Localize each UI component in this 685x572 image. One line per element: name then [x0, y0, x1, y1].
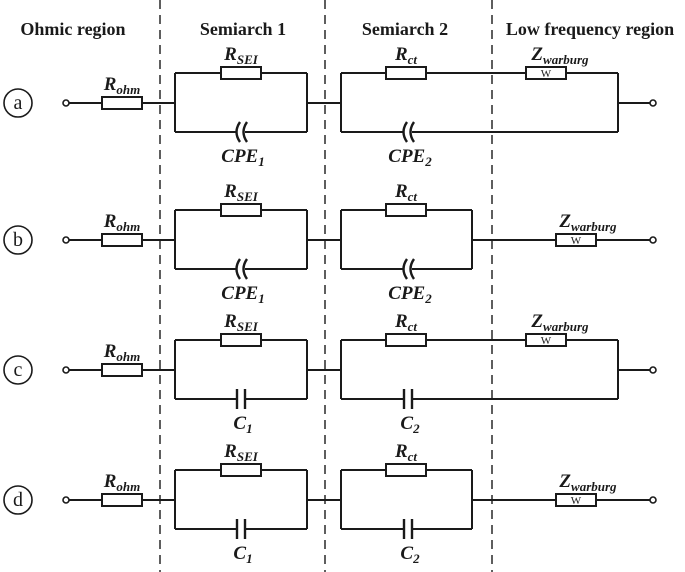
label-z-warburg: Zwarburg [558, 471, 617, 494]
terminal-node [62, 366, 70, 374]
header-ohmic-region: Ohmic region [20, 19, 125, 39]
resistor-r-ohm [101, 233, 143, 247]
label-z-warburg: Zwarburg [530, 44, 589, 67]
cpe-plate [242, 258, 249, 280]
terminal-node [649, 496, 657, 504]
warburg-symbol: W [541, 68, 552, 80]
label-cpe1: CPE1 [221, 146, 264, 169]
label-z-warburg: Zwarburg [530, 311, 589, 334]
label-cpe2: CPE2 [388, 283, 432, 306]
warburg-element: W [555, 233, 597, 247]
warburg-symbol: W [571, 235, 582, 247]
label-c1: C1 [233, 413, 252, 436]
header-low-frequency-region: Low frequency region [506, 19, 674, 39]
row-label-circle [3, 225, 33, 255]
label-r-ohm: Rohm [103, 471, 141, 494]
resistor-r-sei [220, 66, 262, 80]
warburg-symbol: W [571, 495, 582, 507]
label-r-sei: RSEI [223, 181, 259, 204]
header-semiarch-1: Semiarch 1 [200, 19, 286, 39]
resistor-r-sei [220, 203, 262, 217]
cpe-plate [242, 121, 249, 143]
label-r-ct: Rct [394, 311, 417, 334]
row-label-circle [3, 88, 33, 118]
resistor-r-ct [385, 463, 427, 477]
terminal-node [62, 496, 70, 504]
capacitor-c2 [402, 519, 414, 539]
cpe-plate [409, 258, 416, 280]
region-dividers [159, 0, 493, 572]
label-c2: C2 [400, 543, 420, 566]
label-cpe1: CPE1 [221, 283, 264, 306]
terminal-node [649, 236, 657, 244]
cpe2-element [402, 121, 416, 143]
terminal-node [649, 366, 657, 374]
cpe-plate [409, 121, 416, 143]
label-cpe2: CPE2 [388, 146, 432, 169]
row-label-circle [3, 355, 33, 385]
warburg-symbol: W [541, 335, 552, 347]
row-label: b [13, 229, 23, 251]
label-z-warburg: Zwarburg [558, 211, 617, 234]
resistor-r-ct [385, 203, 427, 217]
cpe-plate [235, 121, 242, 143]
label-r-ct: Rct [394, 441, 417, 464]
terminal-node [62, 99, 70, 107]
label-r-ohm: Rohm [103, 74, 141, 97]
cpe-plate [235, 258, 242, 280]
label-c1: C1 [233, 543, 252, 566]
label-r-sei: RSEI [223, 44, 259, 67]
row-label-circle [3, 485, 33, 515]
terminal-node [649, 99, 657, 107]
label-r-ct: Rct [394, 44, 417, 67]
region-headers: Ohmic region Semiarch 1 Semiarch 2 Low freq… [20, 19, 674, 39]
row-label: a [14, 92, 23, 114]
cpe1-element [235, 121, 249, 143]
resistor-r-ct [385, 66, 427, 80]
cpe1-element [235, 258, 249, 280]
capacitor-c2 [402, 389, 414, 409]
cpe-plate [402, 258, 409, 280]
header-semiarch-2: Semiarch 2 [362, 19, 448, 39]
row-label: d [13, 489, 23, 511]
row-label: c [14, 359, 23, 381]
terminal-node [62, 236, 70, 244]
label-c2: C2 [400, 413, 420, 436]
resistor-r-sei [220, 333, 262, 347]
capacitor-c1 [235, 389, 247, 409]
cpe2-element [402, 258, 416, 280]
resistor-r-ohm [101, 363, 143, 377]
cpe-plate [402, 121, 409, 143]
label-r-sei: RSEI [223, 441, 259, 464]
warburg-element: W [525, 333, 567, 347]
label-r-sei: RSEI [223, 311, 259, 334]
label-r-ohm: Rohm [103, 211, 141, 234]
warburg-element: W [525, 66, 567, 80]
resistor-r-ohm [101, 493, 143, 507]
warburg-element: W [555, 493, 597, 507]
capacitor-c1 [235, 519, 247, 539]
resistor-r-ct [385, 333, 427, 347]
resistor-r-sei [220, 463, 262, 477]
label-r-ohm: Rohm [103, 341, 141, 364]
label-r-ct: Rct [394, 181, 417, 204]
resistor-r-ohm [101, 96, 143, 110]
